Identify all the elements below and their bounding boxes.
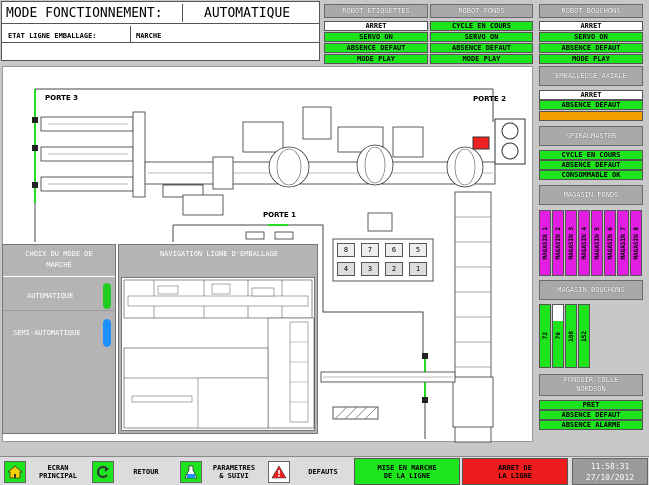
clock-panel: 11:58:31 27/10/2012 bbox=[572, 458, 648, 485]
magasin-fonds-item: MAGASIN 6 bbox=[604, 210, 616, 276]
spiral-status-2: ABSENCE DEFAUT bbox=[539, 160, 643, 170]
spiralmaster-button[interactable]: SPIRALMASTER bbox=[539, 126, 643, 146]
magasin-fonds-item: MAGASIN 2 bbox=[552, 210, 564, 276]
retour-button[interactable]: RETOUR bbox=[133, 467, 159, 476]
header-panel: MODE FONCTIONNEMENT: AUTOMATIQUE ETAT LI… bbox=[1, 1, 320, 61]
keypad-key-7[interactable]: 7 bbox=[361, 243, 379, 257]
emballeuse-status-1: ARRET bbox=[539, 90, 643, 100]
auto-mode-label: AUTOMATIQUE bbox=[27, 292, 74, 300]
auto-mode-indicator bbox=[103, 283, 111, 309]
etat-label: ETAT LIGNE EMBALLAGE: bbox=[8, 32, 97, 40]
auto-mode-button[interactable]: AUTOMATIQUE bbox=[3, 281, 115, 311]
warning-icon[interactable] bbox=[268, 461, 290, 483]
arret-ligne-button[interactable]: ARRET DE LA LIGNE bbox=[462, 458, 568, 485]
semi-auto-mode-button[interactable]: SEMI-AUTOMATIQUE bbox=[3, 317, 115, 349]
navigation-title: NAVIGATION LIGNE D'EMBALLAGE bbox=[159, 250, 278, 258]
keypad-key-4[interactable]: 4 bbox=[337, 262, 355, 276]
emballeuse-status-orange bbox=[539, 111, 643, 121]
choix-mode-title: CHOIX DU MODE DE MARCHE bbox=[25, 250, 93, 269]
robot-bouchons-status-4: MODE PLAY bbox=[539, 54, 643, 64]
magasin-fonds-item: MAGASIN 1 bbox=[539, 210, 551, 276]
emballeuse-axiale-button[interactable]: EMBALLEUSE AXIALE bbox=[539, 66, 643, 86]
robot-bouchons-status-3: ABSENCE DEFAUT bbox=[539, 43, 643, 53]
fondoir-status-2: ABSENCE DEFAUT bbox=[539, 410, 643, 420]
home-icon[interactable] bbox=[4, 461, 26, 483]
robot-bouchons-button[interactable]: ROBOT BOUCHONS bbox=[539, 4, 643, 18]
magasin-bouchons-bars: 72 76 108 152 bbox=[539, 304, 599, 368]
spiral-status-1: CYCLE EN COURS bbox=[539, 150, 643, 160]
robot-etiquettes-status-3: ABSENCE DEFAUT bbox=[324, 43, 428, 53]
keypad-key-1[interactable]: 1 bbox=[409, 262, 427, 276]
navigation-panel: NAVIGATION LIGNE D'EMBALLAGE bbox=[118, 244, 318, 434]
keypad-key-8[interactable]: 8 bbox=[337, 243, 355, 257]
retour-icon[interactable] bbox=[92, 461, 114, 483]
keypad-key-2[interactable]: 2 bbox=[385, 262, 403, 276]
fondoir-colle-button[interactable]: FONDOIR COLLE NORDSON bbox=[539, 374, 643, 396]
magasin-fonds-grid: MAGASIN 1 MAGASIN 2 MAGASIN 3 MAGASIN 4 … bbox=[539, 210, 643, 276]
magasin-fonds-item: MAGASIN 7 bbox=[617, 210, 629, 276]
robot-etiquettes-button[interactable]: ROBOT ETIQUETTES bbox=[324, 4, 428, 18]
porte-2-label: PORTE 2 bbox=[473, 95, 507, 103]
mise-en-marche-button[interactable]: MISE EN MARCHE DE LA LIGNE bbox=[354, 458, 460, 485]
semi-auto-mode-indicator bbox=[103, 319, 111, 347]
robot-etiquettes-status-4: MODE PLAY bbox=[324, 54, 428, 64]
magasin-fonds-item: MAGASIN 5 bbox=[591, 210, 603, 276]
bouchons-bar: 152 bbox=[578, 304, 590, 368]
porte-3-label: PORTE 3 bbox=[45, 94, 79, 102]
fondoir-status-1: PRET bbox=[539, 400, 643, 410]
robot-bouchons-status-2: SERVO ON bbox=[539, 32, 643, 42]
magasin-fonds-item: MAGASIN 4 bbox=[578, 210, 590, 276]
magasin-fonds-item: MAGASIN 3 bbox=[565, 210, 577, 276]
ecran-principal-button[interactable]: ECRAN PRINCIPAL bbox=[39, 463, 77, 480]
porte-1-label: PORTE 1 bbox=[263, 211, 297, 219]
defauts-button[interactable]: DEFAUTS bbox=[308, 467, 338, 476]
keypad-key-3[interactable]: 3 bbox=[361, 262, 379, 276]
parametres-button[interactable]: PARAMETRES & SUIVI bbox=[212, 463, 256, 480]
choix-mode-panel: CHOIX DU MODE DE MARCHE AUTOMATIQUE SEMI… bbox=[2, 244, 116, 434]
robot-fonds-status-1: CYCLE EN COURS bbox=[430, 21, 533, 31]
bouchons-bar: 108 bbox=[565, 304, 577, 368]
keypad-magasins: 8 7 6 5 4 3 2 1 bbox=[337, 243, 431, 281]
keypad-key-6[interactable]: 6 bbox=[385, 243, 403, 257]
navigation-map[interactable] bbox=[121, 277, 315, 431]
emballeuse-status-2: ABSENCE DEFAUT bbox=[539, 100, 643, 110]
bouchons-bar: 72 bbox=[539, 304, 551, 368]
robot-fonds-status-2: SERVO ON bbox=[430, 32, 533, 42]
mode-label: MODE FONCTIONNEMENT: bbox=[6, 6, 163, 21]
etat-value: MARCHE bbox=[136, 32, 162, 40]
clock-time: 11:58:31 bbox=[590, 462, 630, 471]
robot-bouchons-status-1: ARRET bbox=[539, 21, 643, 31]
robot-etiquettes-status-1: ARRET bbox=[324, 21, 428, 31]
spiral-status-3: CONSOMMABLE OK bbox=[539, 170, 643, 180]
magasin-fonds-button[interactable]: MAGASIN FONDS bbox=[539, 185, 643, 205]
keypad-key-5[interactable]: 5 bbox=[409, 243, 427, 257]
robot-fonds-button[interactable]: ROBOT FONDS bbox=[430, 4, 533, 18]
fondoir-status-3: ABSENCE ALARME bbox=[539, 420, 643, 430]
robot-fonds-status-3: ABSENCE DEFAUT bbox=[430, 43, 533, 53]
parametres-icon[interactable] bbox=[180, 461, 202, 483]
magasin-bouchons-button[interactable]: MAGASIN BOUCHONS bbox=[539, 280, 643, 300]
magasin-fonds-item: MAGASIN 8 bbox=[630, 210, 642, 276]
semi-auto-mode-label: SEMI-AUTOMATIQUE bbox=[13, 329, 81, 337]
robot-fonds-status-4: MODE PLAY bbox=[430, 54, 533, 64]
robot-etiquettes-status-2: SERVO ON bbox=[324, 32, 428, 42]
mode-value: AUTOMATIQUE bbox=[204, 6, 291, 21]
clock-date: 27/10/2012 bbox=[585, 473, 635, 482]
